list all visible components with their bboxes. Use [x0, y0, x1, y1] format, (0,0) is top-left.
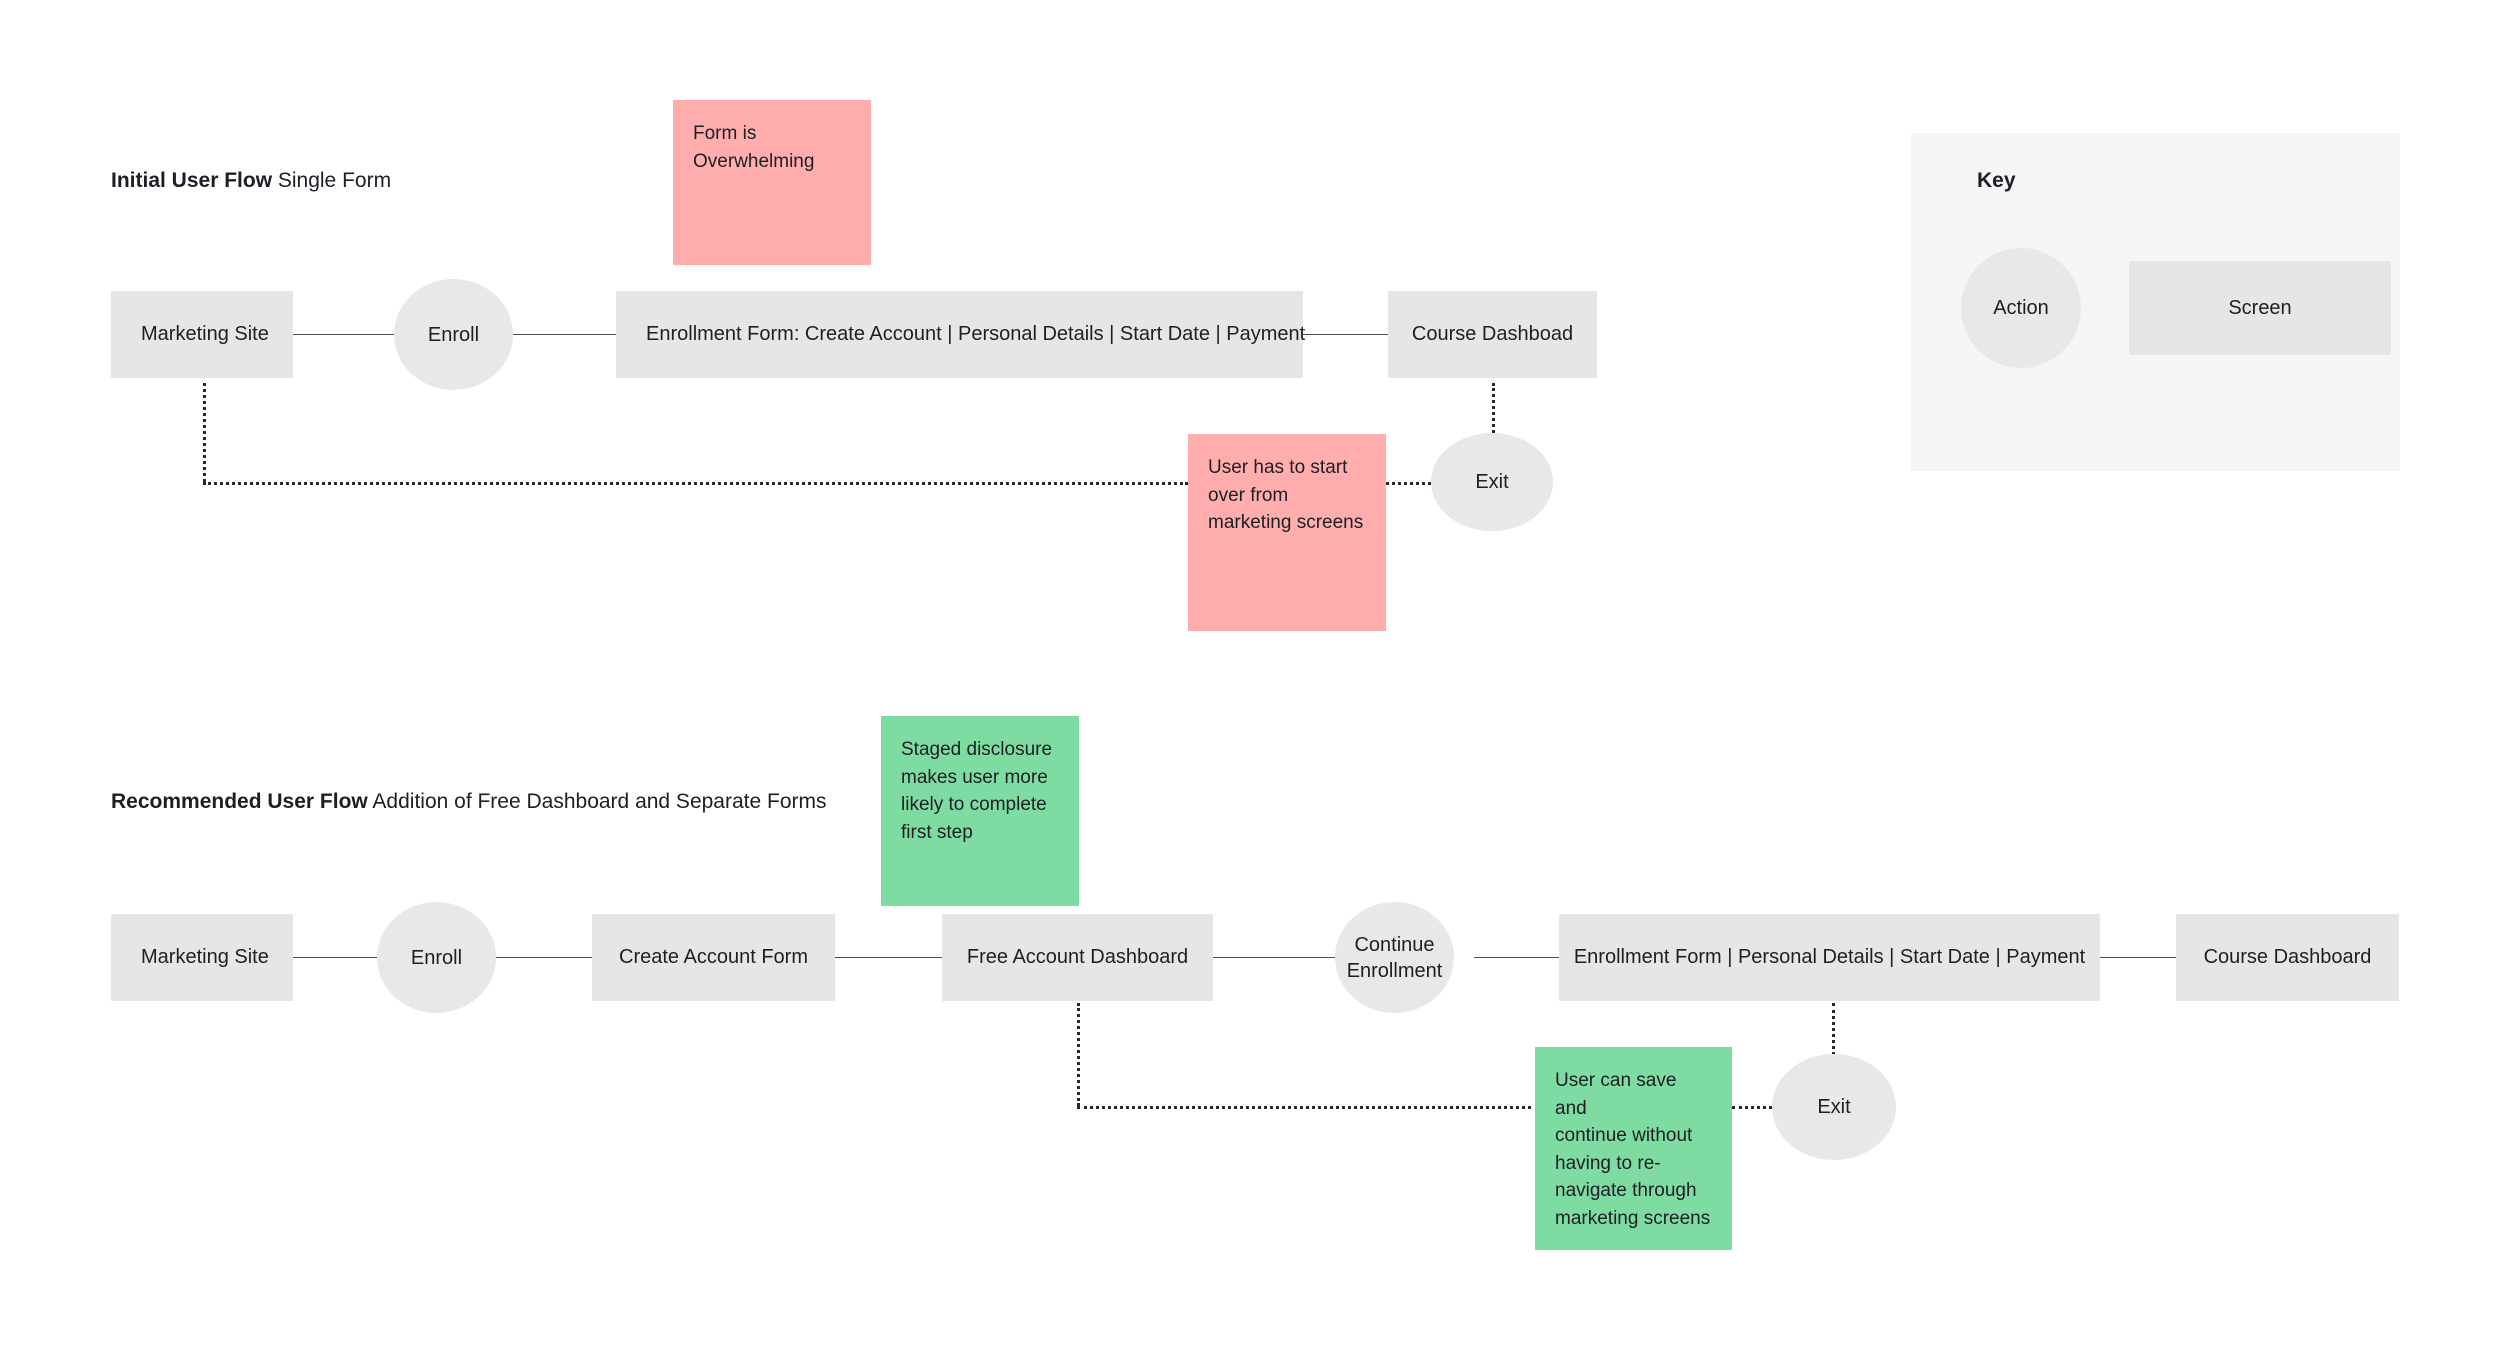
flow-title-initial-strong: Initial User Flow — [111, 169, 273, 192]
node-label: Exit — [1817, 1096, 1851, 1118]
node-label: Course Dashboad — [1411, 323, 1574, 345]
node-exit-2[interactable]: Exit — [1772, 1054, 1896, 1160]
connector-enrollment-form-to-course-dashboard — [2100, 957, 2176, 958]
flow-title-initial-light: Single Form — [272, 169, 392, 192]
note-save-and-continue: User can save and continue without havin… — [1535, 1047, 1732, 1250]
connector-create-account-to-free-dashboard — [835, 957, 942, 958]
node-enroll[interactable]: Enroll — [394, 279, 513, 390]
dotted-path-note-to-exit — [1386, 482, 1431, 485]
node-label: Enroll — [410, 946, 463, 969]
node-label: Exit — [1475, 471, 1509, 493]
node-enrollment-form[interactable]: Enrollment Form: Create Account | Person… — [616, 291, 1306, 378]
node-create-account-form[interactable]: Create Account Form — [592, 914, 835, 1001]
key-action-label: Action — [1993, 296, 2049, 319]
dotted-path-marketing-down — [203, 383, 206, 482]
node-label: Marketing Site — [141, 946, 269, 968]
dotted-path-note-to-exit-2 — [1732, 1106, 1772, 1109]
flow-title-recommended-strong: Recommended User Flow — [111, 790, 368, 813]
note-text: User can save and continue without havin… — [1555, 1070, 1711, 1229]
connector-enroll-to-create-account — [496, 957, 592, 958]
note-start-over: User has to start over from marketing sc… — [1188, 434, 1386, 631]
key-screen-label: Screen — [2228, 296, 2292, 319]
node-label: Enrollment Form: Create Account | Person… — [646, 323, 1306, 345]
node-course-dashboard[interactable]: Course Dashboad — [1388, 291, 1597, 378]
node-label: Free Account Dashboard — [966, 946, 1189, 968]
note-staged-disclosure: Staged disclosure makes user more likely… — [881, 716, 1079, 906]
key-screen-shape: Screen — [2129, 261, 2391, 355]
flow-title-recommended: Recommended User Flow Addition of Free D… — [111, 789, 827, 814]
node-label: Create Account Form — [619, 946, 808, 968]
dotted-path-dashboard-to-exit — [1492, 383, 1495, 433]
dotted-path-free-dashboard-down — [1077, 1003, 1080, 1106]
connector-form-to-dashboard — [1303, 334, 1388, 335]
flow-title-initial: Initial User Flow Single Form — [111, 168, 391, 193]
connector-marketing-to-enroll — [293, 334, 394, 335]
dotted-path-free-dashboard-across — [1077, 1106, 1538, 1109]
dotted-path-enrollment-form-to-exit — [1832, 1003, 1835, 1055]
note-text: Staged disclosure makes user more likely… — [901, 739, 1053, 843]
note-form-overwhelming: Form is Overwhelming — [673, 100, 871, 265]
connector-continue-to-enrollment-form — [1474, 957, 1559, 958]
note-text: Form is Overwhelming — [693, 123, 815, 172]
node-label: Course Dashboard — [2203, 946, 2372, 968]
flow-title-recommended-light: Addition of Free Dashboard and Separate … — [367, 790, 827, 813]
node-exit[interactable]: Exit — [1431, 433, 1553, 531]
key-action-shape: Action — [1961, 248, 2081, 368]
dotted-path-marketing-across — [203, 482, 1188, 485]
node-label: Marketing Site — [141, 323, 269, 345]
connector-free-dashboard-to-continue — [1213, 957, 1335, 958]
node-continue-enrollment[interactable]: Continue Enrollment — [1335, 902, 1454, 1013]
note-text: User has to start over from marketing sc… — [1208, 457, 1364, 534]
node-label: Continue Enrollment — [1346, 933, 1443, 982]
node-label: Enroll — [427, 323, 480, 346]
key-title: Key — [1977, 169, 2016, 192]
node-marketing-site[interactable]: Marketing Site — [111, 291, 293, 378]
node-course-dashboard-2[interactable]: Course Dashboard — [2176, 914, 2399, 1001]
connector-marketing-to-enroll-2 — [293, 957, 377, 958]
node-label: Enrollment Form | Personal Details | Sta… — [1573, 946, 2086, 968]
node-enroll-2[interactable]: Enroll — [377, 902, 496, 1013]
node-free-account-dashboard[interactable]: Free Account Dashboard — [942, 914, 1213, 1001]
key-panel: Key Action Screen — [1911, 133, 2400, 471]
node-enrollment-form-2[interactable]: Enrollment Form | Personal Details | Sta… — [1559, 914, 2100, 1001]
node-marketing-site-2[interactable]: Marketing Site — [111, 914, 293, 1001]
connector-enroll-to-form — [513, 334, 616, 335]
